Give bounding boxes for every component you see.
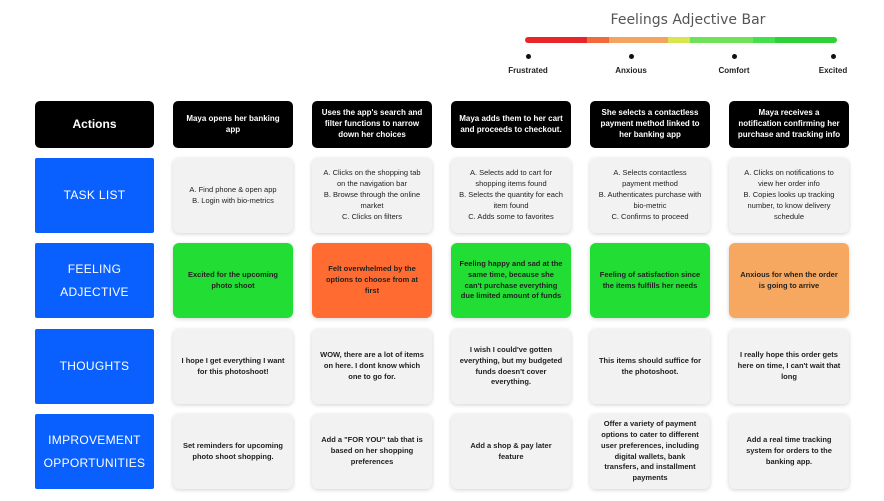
action-header: She selects a contactless payment method… (590, 101, 710, 148)
row-label: THOUGHTS (35, 329, 154, 404)
journey-cell-text: Anxious for when the order is going to a… (740, 269, 838, 290)
journey-cell: Set reminders for upcoming photo shoot s… (173, 414, 293, 489)
journey-cell-text: Feeling of satisfaction since the items … (599, 269, 701, 290)
journey-cell-text: Add a real time tracking system for orde… (746, 435, 832, 466)
action-header-text: She selects a contactless payment method… (600, 108, 700, 139)
actions-header: Actions (35, 101, 154, 148)
scale-label: Anxious (615, 66, 647, 75)
action-header-text: Maya adds them to her cart and proceeds … (459, 113, 563, 134)
row-label-text: FEELING ADJECTIVE (60, 261, 129, 299)
action-header: Uses the app's search and filter functio… (312, 101, 432, 148)
journey-cell-text: A. Clicks on notifications to view her o… (743, 168, 835, 221)
journey-cell: A. Clicks on notifications to view her o… (729, 158, 849, 233)
row-label-text: TASK LIST (63, 188, 126, 203)
scale-dot (731, 54, 737, 59)
action-header: Maya opens her banking app (173, 101, 293, 148)
scale-dot (628, 54, 634, 59)
scale-label: Frustrated (508, 66, 548, 75)
feelings-gradient-bar (525, 37, 837, 43)
journey-cell-text: A. Clicks on the shopping tab on the nav… (323, 168, 421, 221)
journey-cell: Feeling happy and sad at the same time, … (451, 243, 571, 318)
journey-cell: Add a "FOR YOU" tab that is based on her… (312, 414, 432, 489)
action-header-text: Uses the app's search and filter functio… (321, 108, 423, 139)
journey-cell-text: Feeling happy and sad at the same time, … (459, 258, 563, 301)
journey-cell: A. Selects add to cart for shopping item… (451, 158, 571, 233)
journey-cell-text: A. Selects add to cart for shopping item… (459, 168, 563, 221)
journey-cell-text: I wish I could've gotten everything, but… (459, 344, 563, 387)
journey-cell: I hope I get everything I want for this … (173, 329, 293, 404)
bar-segment (690, 37, 753, 43)
scale-dot (830, 54, 836, 59)
bar-segment (668, 37, 691, 43)
feelings-bar-title: Feelings Adjective Bar (610, 12, 766, 28)
journey-cell: I wish I could've gotten everything, but… (451, 329, 571, 404)
journey-cell: A. Selects contactless payment method B.… (590, 158, 710, 233)
journey-cell: Add a shop & pay later feature (451, 414, 571, 489)
journey-cell: WOW, there are a lot of items on here. I… (312, 329, 432, 404)
journey-cell-text: Set reminders for upcoming photo shoot s… (182, 440, 284, 461)
journey-cell: A. Find phone & open app B. Login with b… (173, 158, 293, 233)
row-label-text: THOUGHTS (59, 359, 130, 374)
action-header: Maya receives a notification confirming … (729, 101, 849, 148)
action-header: Maya adds them to her cart and proceeds … (451, 101, 571, 148)
row-label: FEELING ADJECTIVE (35, 243, 154, 318)
action-header-text: Maya opens her banking app (186, 113, 280, 134)
journey-cell: Felt overwhelmed by the options to choos… (312, 243, 432, 318)
bar-segment (774, 37, 837, 43)
journey-cell-text: Add a "FOR YOU" tab that is based on her… (321, 435, 423, 466)
bar-segment (752, 37, 775, 43)
journey-cell: A. Clicks on the shopping tab on the nav… (312, 158, 432, 233)
journey-cell-text: Add a shop & pay later feature (470, 440, 552, 461)
bar-segment (525, 37, 588, 43)
bar-segment (609, 37, 669, 43)
journey-cell-text: Excited for the upcoming photo shoot (187, 269, 278, 290)
journey-cell: Add a real time tracking system for orde… (729, 414, 849, 489)
journey-cell: Excited for the upcoming photo shoot (173, 243, 293, 318)
journey-cell-text: A. Selects contactless payment method B.… (598, 168, 702, 221)
bar-segment (587, 37, 610, 43)
action-header-text: Maya receives a notification confirming … (737, 108, 841, 139)
row-label: IMPROVEMENT OPPORTUNITIES (35, 414, 154, 489)
scale-dot (525, 54, 531, 59)
journey-cell: I really hope this order gets here on ti… (729, 329, 849, 404)
row-label: TASK LIST (35, 158, 154, 233)
actions-header-text: Actions (72, 117, 117, 132)
row-label-text: IMPROVEMENT OPPORTUNITIES (43, 432, 146, 470)
journey-cell-text: Offer a variety of payment options to ca… (601, 418, 699, 483)
journey-cell: This items should suffice for the photos… (590, 329, 710, 404)
journey-cell-text: WOW, there are a lot of items on here. I… (320, 350, 424, 381)
journey-cell: Offer a variety of payment options to ca… (590, 414, 710, 489)
scale-label: Comfort (718, 66, 750, 75)
journey-cell-text: I really hope this order gets here on ti… (737, 350, 841, 381)
journey-cell-text: This items should suffice for the photos… (598, 355, 702, 376)
journey-cell: Feeling of satisfaction since the items … (590, 243, 710, 318)
journey-cell-text: Felt overwhelmed by the options to choos… (325, 264, 419, 295)
journey-cell-text: I hope I get everything I want for this … (181, 355, 285, 376)
scale-label: Excited (818, 66, 848, 75)
journey-cell-text: A. Find phone & open app B. Login with b… (189, 184, 277, 205)
journey-cell: Anxious for when the order is going to a… (729, 243, 849, 318)
